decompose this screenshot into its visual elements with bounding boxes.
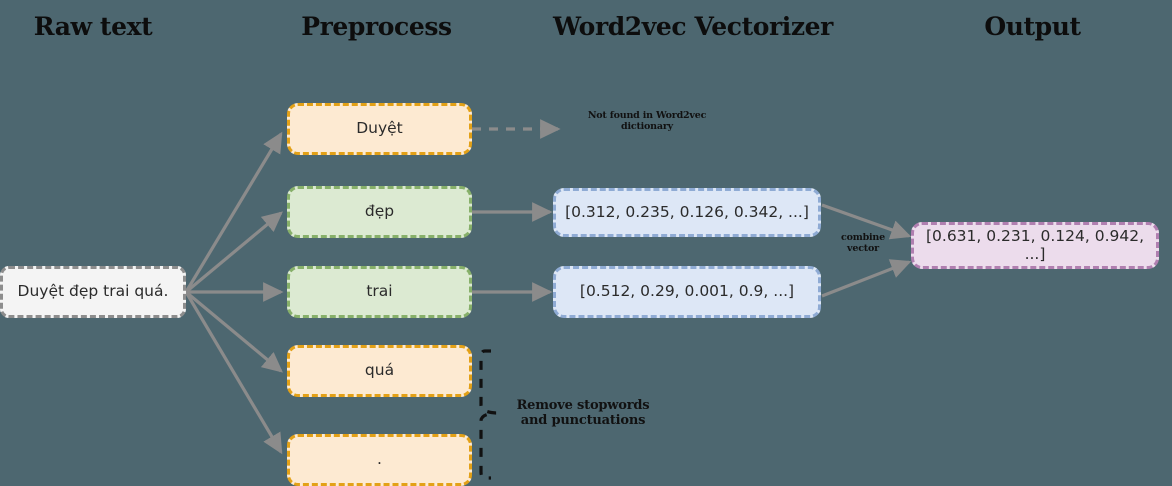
- vector-box-trai[interactable]: [0.512, 0.29, 0.001, 0.9, ...]: [553, 266, 821, 318]
- header-word2vec: Word2vec Vectorizer: [550, 14, 836, 39]
- output-box[interactable]: [0.631, 0.231, 0.124, 0.942, ...]: [911, 222, 1159, 269]
- note-combine-vector: combine vector: [828, 232, 898, 254]
- vector-value-dep: [0.312, 0.235, 0.126, 0.342, ...]: [565, 202, 809, 221]
- header-raw-text-label: Raw text: [33, 12, 153, 41]
- note-not-found-line1: Not found in Word2vec: [587, 110, 707, 121]
- vector-box-dep[interactable]: [0.312, 0.235, 0.126, 0.342, ...]: [553, 188, 821, 237]
- header-preprocess-label: Preprocess: [301, 12, 452, 41]
- note-remove-stopwords: Remove stopwords and punctuations: [508, 398, 658, 429]
- token-label-trai: trai: [366, 282, 393, 301]
- raw-text-box[interactable]: Duyệt đẹp trai quá.: [0, 266, 186, 318]
- header-output-label: Output: [984, 12, 1081, 41]
- token-box-punctuation[interactable]: .: [287, 434, 472, 486]
- note-combine-line1: combine: [841, 232, 885, 243]
- header-preprocess: Preprocess: [281, 14, 472, 39]
- fanout-arrows: [184, 131, 284, 455]
- token-label-dep: đẹp: [364, 202, 395, 221]
- note-remove-line1: Remove stopwords: [516, 398, 650, 413]
- token-box-duyet[interactable]: Duyệt: [287, 103, 472, 155]
- token-box-trai[interactable]: trai: [287, 266, 472, 318]
- token-label-duyet: Duyệt: [356, 119, 403, 138]
- note-not-found: Not found in Word2vec dictionary: [561, 110, 733, 132]
- token-box-dep[interactable]: đẹp: [287, 186, 472, 238]
- header-raw-text: Raw text: [0, 14, 186, 39]
- raw-text-value: Duyệt đẹp trai quá.: [17, 282, 169, 301]
- note-not-found-line2: dictionary: [621, 121, 673, 133]
- vector-value-trai: [0.512, 0.29, 0.001, 0.9, ...]: [579, 282, 795, 301]
- arrow-vec2-output: [821, 259, 912, 298]
- token-box-qua[interactable]: quá: [287, 345, 472, 397]
- header-output: Output: [909, 14, 1156, 39]
- token-label-qua: quá: [364, 361, 395, 380]
- header-word2vec-label: Word2vec Vectorizer: [553, 12, 833, 41]
- output-value: [0.631, 0.231, 0.124, 0.942, ...]: [925, 227, 1145, 263]
- note-combine-line2: vector: [847, 243, 879, 255]
- note-remove-line2: and punctuations: [520, 413, 646, 429]
- stopword-brace: [479, 349, 497, 480]
- token-label-punctuation: .: [377, 450, 382, 469]
